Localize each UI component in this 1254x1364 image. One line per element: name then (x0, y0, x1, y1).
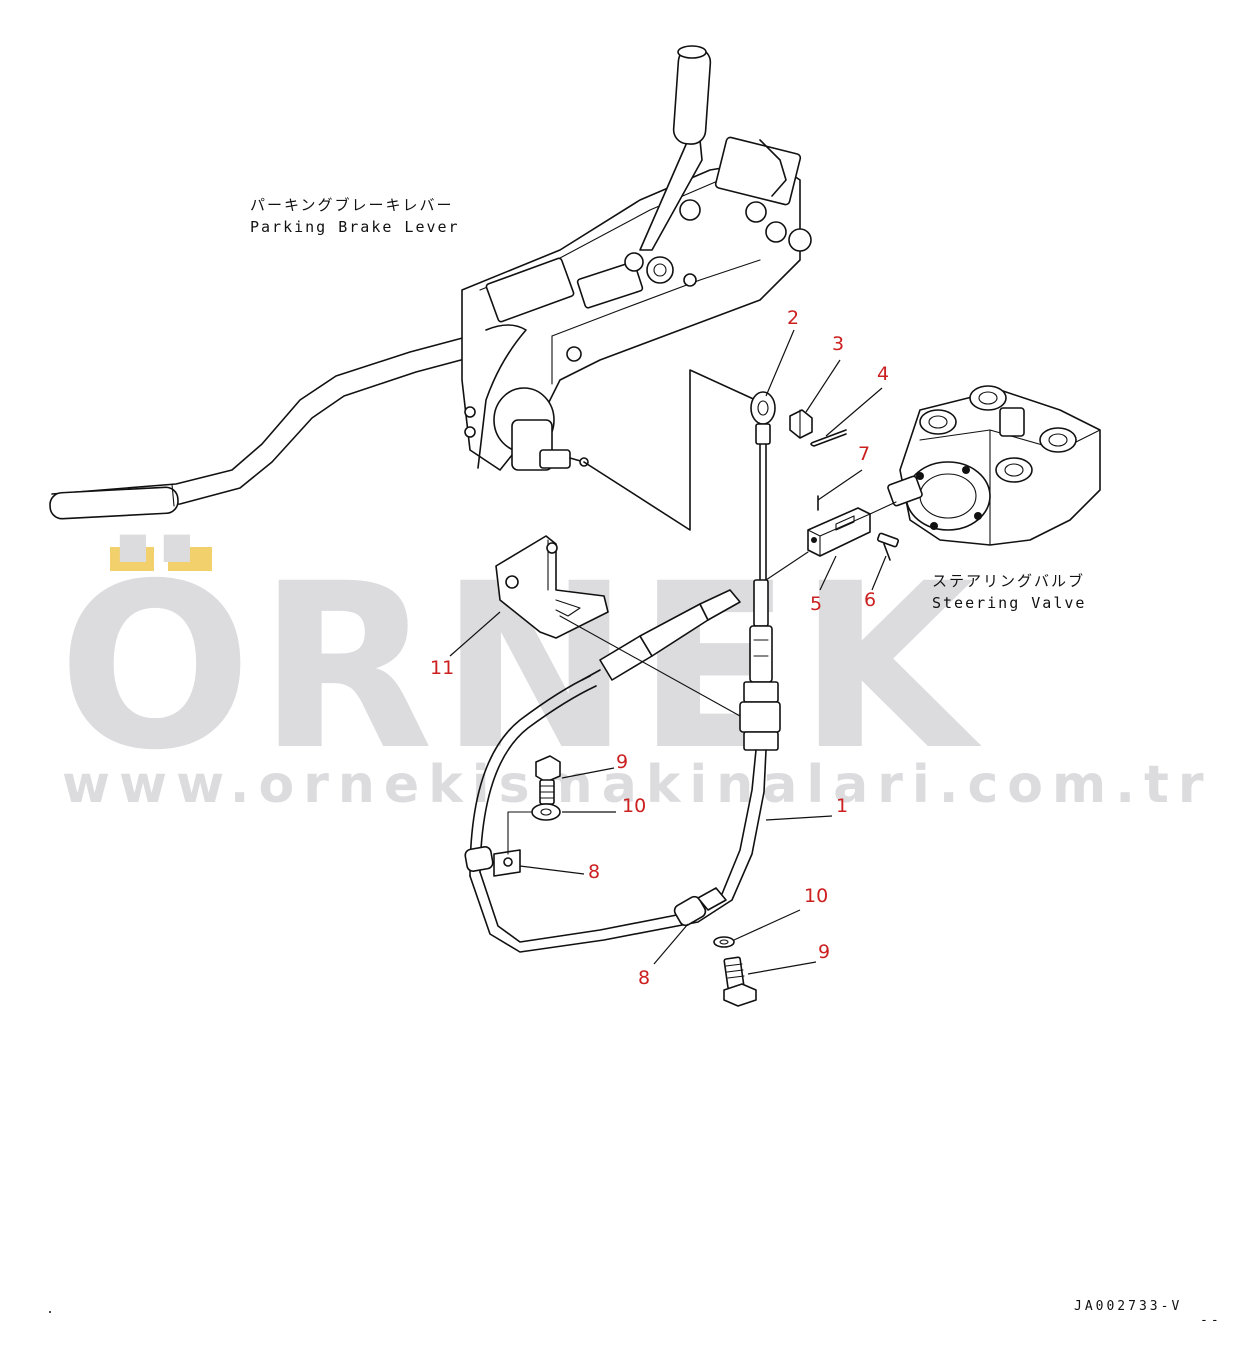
callout-8-lower: 8 (638, 967, 650, 989)
callout-5: 5 (810, 593, 822, 615)
parking-brake-lever-assembly (49, 45, 812, 520)
part-6-bolt (876, 532, 900, 561)
part-5-clevis (807, 507, 871, 557)
callout-8-upper: 8 (588, 861, 600, 883)
parking-brake-label-en: Parking Brake Lever (250, 218, 460, 236)
watermark-brand: ÖRNEK (58, 534, 982, 800)
callout-2: 2 (787, 307, 799, 329)
watermark: ÖRNEK www.orneki̇smaki̇nalari.com.tr (58, 534, 1212, 815)
watermark-accent-right (168, 547, 212, 571)
callout-9-upper: 9 (616, 751, 628, 773)
callout-11: 11 (430, 657, 454, 679)
part-9-upper-bolt (535, 755, 561, 805)
part-4-cotter-pin (810, 429, 847, 447)
part-1-control-cable (464, 579, 781, 953)
leader-lines (449, 329, 887, 975)
callout-9-lower: 9 (818, 941, 830, 963)
part-10-lower-washer (713, 936, 735, 948)
watermark-accent-left (110, 547, 154, 571)
part-2-rod-end (750, 391, 776, 581)
steering-valve (887, 385, 1101, 546)
callout-4: 4 (877, 363, 889, 385)
part-9-lower-bolt (723, 956, 757, 1007)
part-10-upper-washer (531, 803, 561, 821)
callout-numbers: 2 3 4 7 5 6 11 9 10 1 8 10 9 8 (430, 307, 889, 989)
part-8-clamp-tab (493, 811, 541, 877)
part-11-bracket (495, 535, 609, 639)
watermark-website: www.orneki̇smaki̇nalari.com.tr (62, 755, 1212, 815)
part-3-nut (789, 409, 813, 439)
steering-valve-label-jp: ステアリングバルブ (932, 572, 1085, 590)
corner-mark: -- (1200, 1313, 1222, 1328)
callout-3: 3 (832, 333, 844, 355)
parking-brake-label-jp: パーキングブレーキレバー (250, 196, 454, 214)
callout-1: 1 (836, 795, 848, 817)
callout-10-lower: 10 (804, 885, 828, 907)
steering-valve-label-en: Steering Valve (932, 594, 1086, 612)
drawing-reference: JA002733-V (1074, 1299, 1182, 1314)
callout-10-upper: 10 (622, 795, 646, 817)
callout-7: 7 (858, 443, 870, 465)
callout-6: 6 (864, 589, 876, 611)
corner-dot (49, 1311, 51, 1313)
